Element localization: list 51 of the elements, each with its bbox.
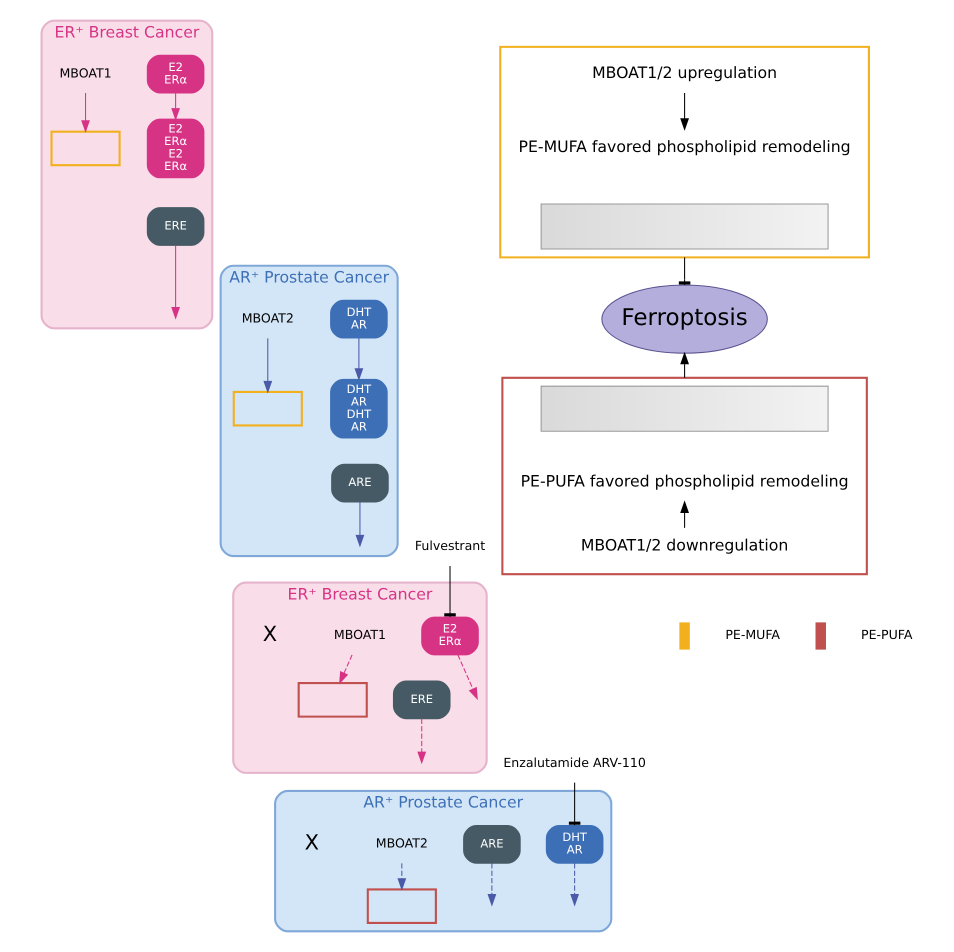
- node-box: [232, 390, 302, 427]
- node-box: [297, 682, 368, 718]
- legend-label: PE-PUFA: [860, 627, 912, 642]
- node-text: MBOAT2: [241, 310, 294, 326]
- node-box: E2 ERα: [420, 616, 478, 656]
- node-box: ERE: [146, 207, 204, 246]
- arrow: [570, 863, 579, 907]
- connector: [678, 257, 690, 286]
- node-text: PE-MUFA favored phospholipid remodeling: [518, 137, 850, 156]
- node-ellipse: Ferroptosis: [600, 284, 768, 354]
- node-text: Fulvestrant: [414, 538, 485, 554]
- arrow: [338, 654, 352, 684]
- node-picture: [540, 203, 828, 250]
- node-box: [366, 888, 436, 924]
- cluster: [500, 376, 868, 576]
- node-box: ARE: [330, 464, 388, 502]
- arrow: [487, 863, 496, 907]
- node-box: ERE: [392, 680, 450, 720]
- arrow: [680, 500, 688, 528]
- node-text: MBOAT1/2 upregulation: [592, 62, 777, 82]
- node-text: PE-PUFA favored phospholipid remodeling: [520, 472, 848, 491]
- arrow: [396, 863, 406, 891]
- node-box: ARE: [462, 825, 520, 864]
- node-box: DHT AR: [545, 825, 603, 864]
- node-text: MBOAT2: [375, 836, 428, 851]
- node-text: MBOAT1: [58, 65, 112, 80]
- label: X: [262, 622, 277, 646]
- node-box: DHT AR DHT AR: [330, 378, 388, 439]
- node-box: E2 ERα E2 ERα: [146, 118, 204, 178]
- node-box: [50, 130, 120, 166]
- connector: [568, 782, 580, 826]
- legend-label: PE-MUFA: [724, 627, 780, 642]
- arrow: [170, 93, 180, 121]
- arrow: [416, 718, 426, 764]
- node-text: Enzalutamide ARV-110: [502, 754, 646, 770]
- cluster: [498, 46, 870, 258]
- node-text: MBOAT1: [333, 627, 386, 642]
- connector: [444, 566, 456, 617]
- label: X: [304, 830, 318, 855]
- arrow: [355, 502, 364, 548]
- node-picture: [540, 386, 828, 432]
- node-box: DHT AR: [330, 300, 388, 339]
- node-box: E2 ERα: [146, 54, 204, 94]
- arrow: [680, 93, 688, 131]
- node-text: MBOAT1/2 downregulation: [580, 536, 788, 555]
- arrow: [80, 93, 90, 133]
- arrow: [354, 338, 363, 381]
- arrow: [170, 245, 180, 320]
- arrow: [262, 338, 272, 394]
- arrow: [680, 352, 688, 378]
- arrow: [456, 654, 478, 700]
